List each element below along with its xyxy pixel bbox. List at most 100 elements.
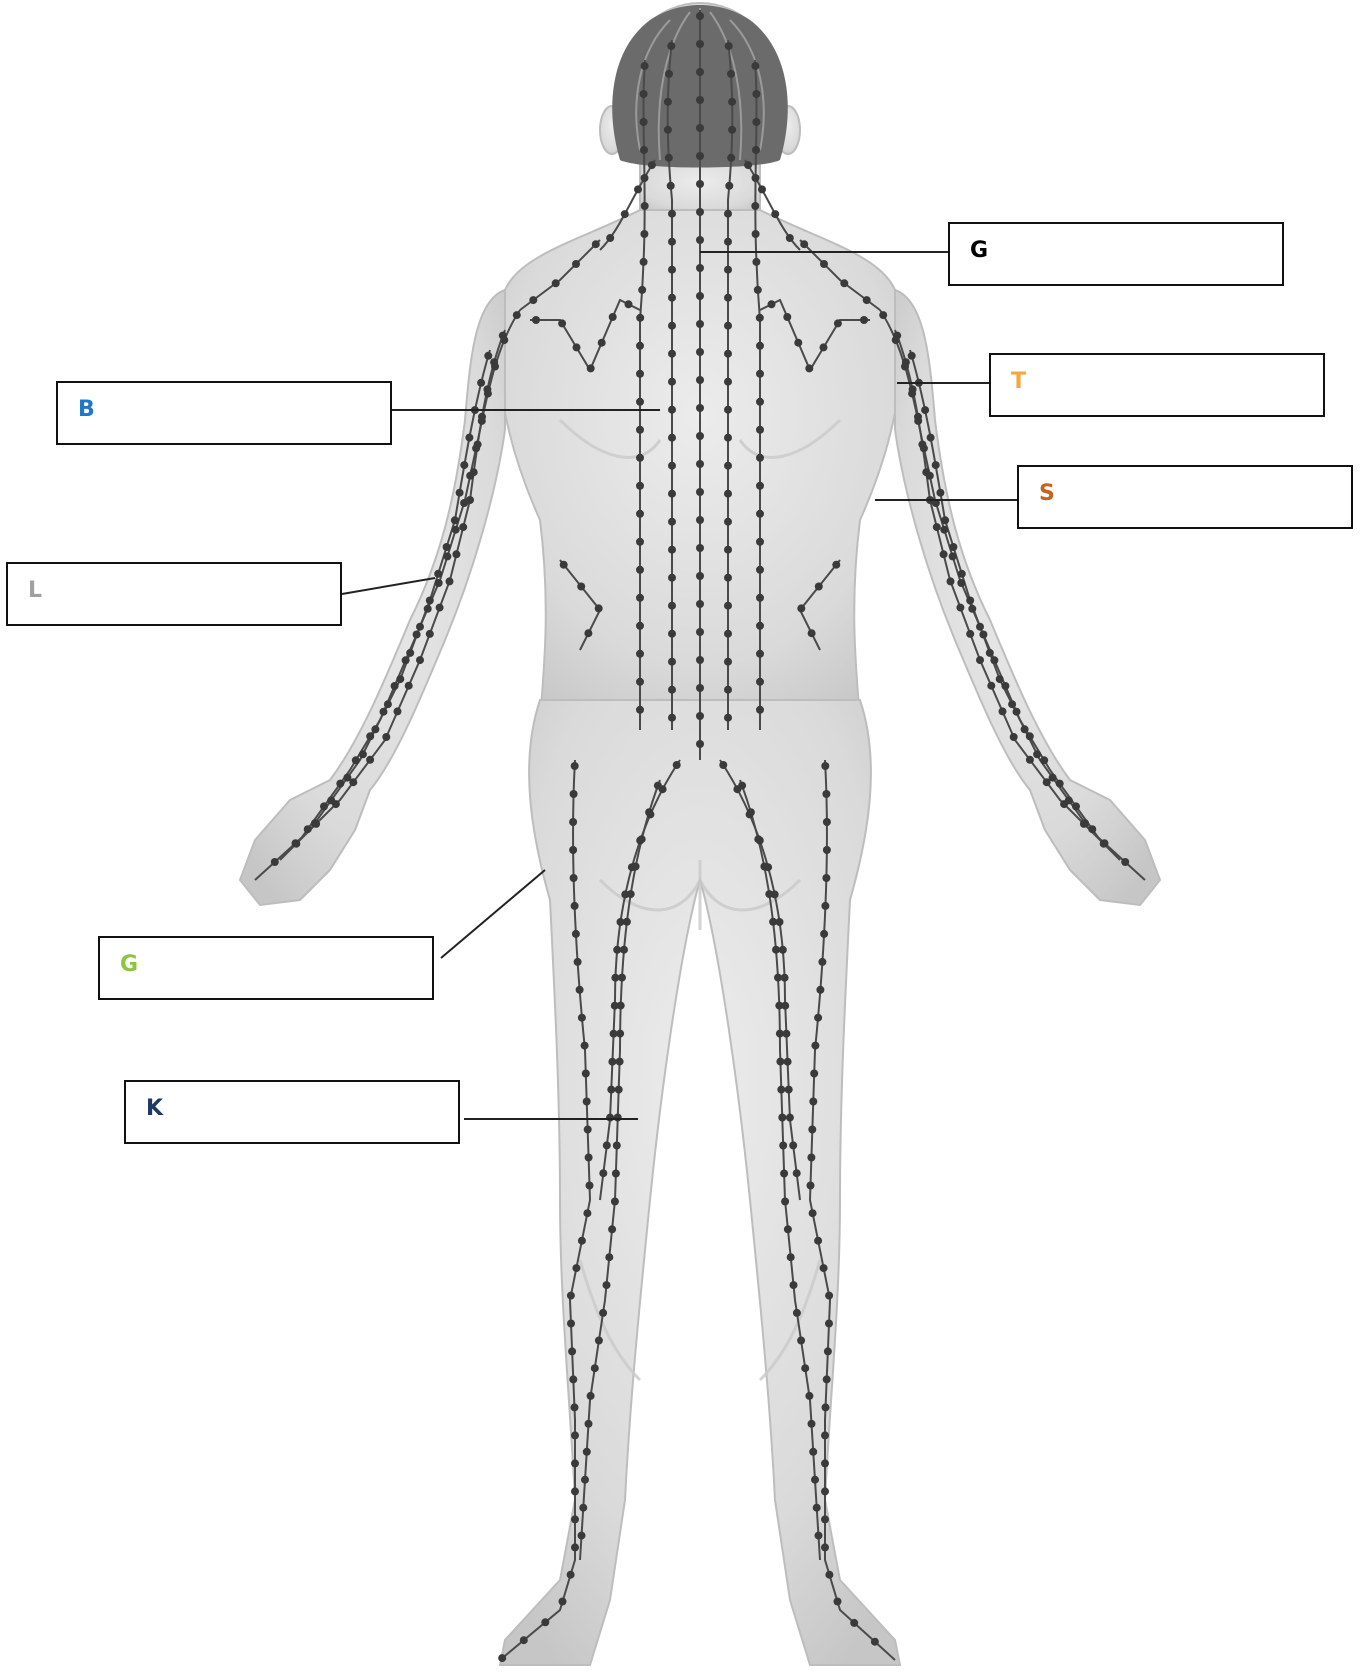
acupoint	[466, 496, 474, 504]
acupoint	[1010, 733, 1018, 741]
acupoint	[625, 300, 633, 308]
acupoint	[752, 90, 760, 98]
label-box-s[interactable]: S	[1017, 465, 1353, 529]
acupoint	[380, 708, 388, 716]
acupoint	[940, 526, 948, 534]
acupoint	[769, 918, 777, 926]
acupoint	[724, 546, 732, 554]
acupoint	[498, 1654, 506, 1662]
acupoint	[605, 1253, 613, 1261]
acupoint	[744, 161, 752, 169]
acupoint	[724, 462, 732, 470]
label-box-t[interactable]: T	[989, 353, 1325, 417]
acupoint	[1049, 774, 1057, 782]
acupoint	[614, 1114, 622, 1122]
acupoint	[696, 572, 704, 580]
acupoint	[728, 126, 736, 134]
acupoint	[668, 322, 676, 330]
acupoint	[668, 434, 676, 442]
acupoint	[1072, 802, 1080, 810]
acupoint	[840, 279, 848, 287]
acupoint	[725, 182, 733, 190]
acupoint	[825, 1292, 833, 1300]
acupoint	[696, 544, 704, 552]
acupoint	[756, 370, 764, 378]
acupoint	[815, 1532, 823, 1540]
acupoint	[1033, 750, 1041, 758]
acupoint	[567, 1320, 575, 1328]
acupoint	[820, 260, 828, 268]
acupoint	[271, 858, 279, 866]
acupoint	[668, 378, 676, 386]
acupoint	[860, 316, 868, 324]
acupoint	[640, 118, 648, 126]
acupoint	[724, 686, 732, 694]
acupoint	[581, 1476, 589, 1484]
acupoint	[1065, 796, 1073, 804]
acupoint	[456, 489, 464, 497]
acupoint	[724, 322, 732, 330]
acupoint	[343, 774, 351, 782]
acupoint	[696, 516, 704, 524]
acupoint	[603, 1141, 611, 1149]
acupoint	[613, 1142, 621, 1150]
acupoint	[668, 714, 676, 722]
acupoint	[696, 432, 704, 440]
acupoint	[591, 1364, 599, 1372]
acupoint	[581, 1042, 589, 1050]
acupoint	[793, 1169, 801, 1177]
label-letter-k: K	[146, 1096, 163, 1121]
acupoint	[571, 1543, 579, 1551]
acupoint	[571, 1459, 579, 1467]
acupoint	[567, 1571, 575, 1579]
acupoint	[724, 266, 732, 274]
acupoint	[570, 790, 578, 798]
acupoint	[821, 762, 829, 770]
label-box-g-left[interactable]: G	[98, 936, 434, 1000]
acupoint	[696, 180, 704, 188]
acupoint	[406, 649, 414, 657]
acupoint	[808, 629, 816, 637]
acupoint	[918, 441, 926, 449]
label-box-l[interactable]: L	[6, 562, 342, 626]
label-letter-g-top: G	[970, 238, 988, 263]
acupoint	[756, 706, 764, 714]
acupoint	[696, 40, 704, 48]
acupoint	[834, 319, 842, 327]
acupoint	[777, 1086, 785, 1094]
acupoint	[1088, 825, 1096, 833]
acupoint	[618, 974, 626, 982]
acupoint	[595, 604, 603, 612]
acupoint	[627, 890, 635, 898]
label-letter-g-left: G	[120, 952, 138, 977]
acupoint	[636, 678, 644, 686]
acupoint	[724, 406, 732, 414]
acupoint	[756, 538, 764, 546]
acupoint	[573, 343, 581, 351]
acupoint	[664, 98, 672, 106]
label-box-k[interactable]: K	[124, 1080, 460, 1144]
label-box-b[interactable]: B	[56, 381, 392, 445]
acupoint	[821, 1459, 829, 1467]
acupoint	[758, 185, 766, 193]
acupoint	[668, 406, 676, 414]
acupoint	[696, 488, 704, 496]
acupoint	[805, 364, 813, 372]
label-box-g-top[interactable]: G	[948, 222, 1284, 286]
acupoint	[940, 550, 948, 558]
acupoint	[933, 523, 941, 531]
acupoint	[724, 630, 732, 638]
acupoint	[785, 1086, 793, 1094]
acupoint	[648, 161, 656, 169]
acupoint	[774, 974, 782, 982]
acupoint	[820, 930, 828, 938]
acupoint	[1026, 756, 1034, 764]
acupoint	[452, 550, 460, 558]
acupoint	[592, 240, 600, 248]
acupoint	[578, 1237, 586, 1245]
acupoint	[696, 320, 704, 328]
acupoint	[609, 313, 617, 321]
acupoint	[821, 1487, 829, 1495]
acupoint	[571, 1515, 579, 1523]
acupoint	[617, 1002, 625, 1010]
